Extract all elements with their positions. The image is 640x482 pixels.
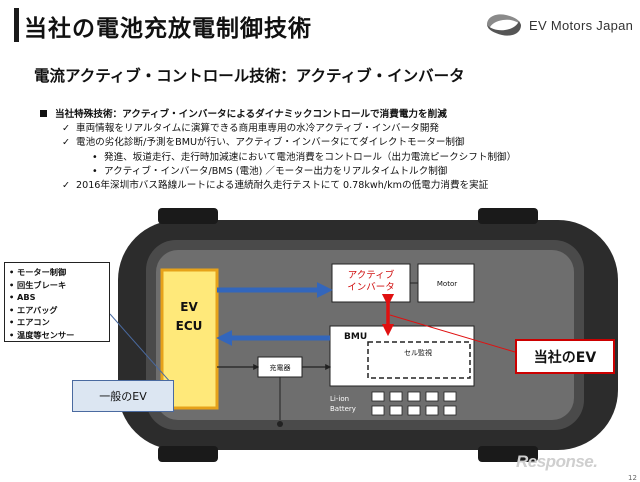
ecu-features-box: モーター制御 回生ブレーキ ABS エアバッグ エアコン 温度等センサー	[4, 262, 110, 342]
charger-label: 充電器	[269, 364, 291, 372]
response-watermark: Response.	[516, 452, 598, 471]
checkmark-icon: ✓	[62, 180, 71, 192]
ev-motors-japan-logo-icon	[487, 14, 521, 36]
bullet-list: 当社特殊技術：アクティブ・インバータによるダイナミックコントロールで消費電力を削…	[40, 108, 630, 193]
company-logo: EV Motors Japan	[484, 12, 633, 38]
page-number: 12	[628, 474, 637, 482]
feature-item: ABS	[9, 291, 105, 304]
bullet-sub-1: •発進、坂道走行、走行時加減速において電池消費をコントロール（出力電流ピークシフ…	[40, 151, 630, 165]
wheel-front-left	[158, 208, 218, 224]
own-ev-callout: 当社のEV	[515, 339, 615, 374]
page-title: 当社の電池充放電制御技術	[24, 16, 312, 42]
bmu-box	[329, 325, 475, 387]
charger-plug	[277, 421, 283, 427]
bullet-check-2: ✓電池の劣化診断/予測をBMUが行い、アクティブ・インバータにてダイレクトモータ…	[40, 136, 630, 150]
motor-label: Motor	[436, 280, 458, 288]
cell-monitor-label: セル監視	[404, 349, 432, 357]
dot-bullet-icon: •	[92, 165, 98, 177]
wheel-rear-right	[478, 446, 538, 462]
feature-item: エアバッグ	[9, 304, 105, 317]
motor-box	[417, 263, 475, 303]
bmu-label: BMU	[344, 332, 368, 342]
wheel-rear-left	[478, 208, 538, 224]
battery-label: Li-ion Battery	[330, 395, 356, 413]
square-bullet-icon	[40, 110, 47, 117]
bullet-sub-2: •アクティブ・インバータ/BMS (電池) ／モーター出力をリアルタイムトルク制…	[40, 165, 630, 179]
bullet-check-3: ✓2016年深圳市バス路線ルートによる連続耐久走行テストにて 0.78kwh/k…	[40, 179, 630, 193]
checkmark-icon: ✓	[62, 123, 71, 135]
title-accent-bar	[14, 8, 19, 42]
cell-monitor-box	[367, 341, 471, 379]
feature-item: エアコン	[9, 316, 105, 329]
bullet-check-1: ✓車両情報をリアルタイムに演算できる商用車専用の水冷アクティブ・インバータ開発	[40, 122, 630, 136]
feature-item: 温度等センサー	[9, 329, 105, 342]
logo-text: EV Motors Japan	[529, 17, 634, 33]
ecu-label: EV ECU	[175, 300, 203, 333]
feature-item: モーター制御	[9, 266, 105, 279]
checkmark-icon: ✓	[62, 137, 71, 149]
general-ev-connector	[109, 313, 173, 385]
wheel-front-right	[158, 446, 218, 462]
bullet-main: 当社特殊技術：アクティブ・インバータによるダイナミックコントロールで消費電力を削…	[40, 108, 630, 122]
general-ev-callout: 一般のEV	[72, 380, 174, 412]
feature-item: 回生ブレーキ	[9, 279, 105, 292]
dot-bullet-icon: •	[92, 151, 98, 163]
section-subtitle: 電流アクティブ・コントロール技術：アクティブ・インバータ	[34, 67, 465, 85]
own-ev-connector	[389, 314, 516, 353]
inverter-box	[331, 263, 411, 303]
inverter-label: アクティブ インバータ	[347, 270, 395, 293]
battery-cells	[371, 391, 457, 416]
